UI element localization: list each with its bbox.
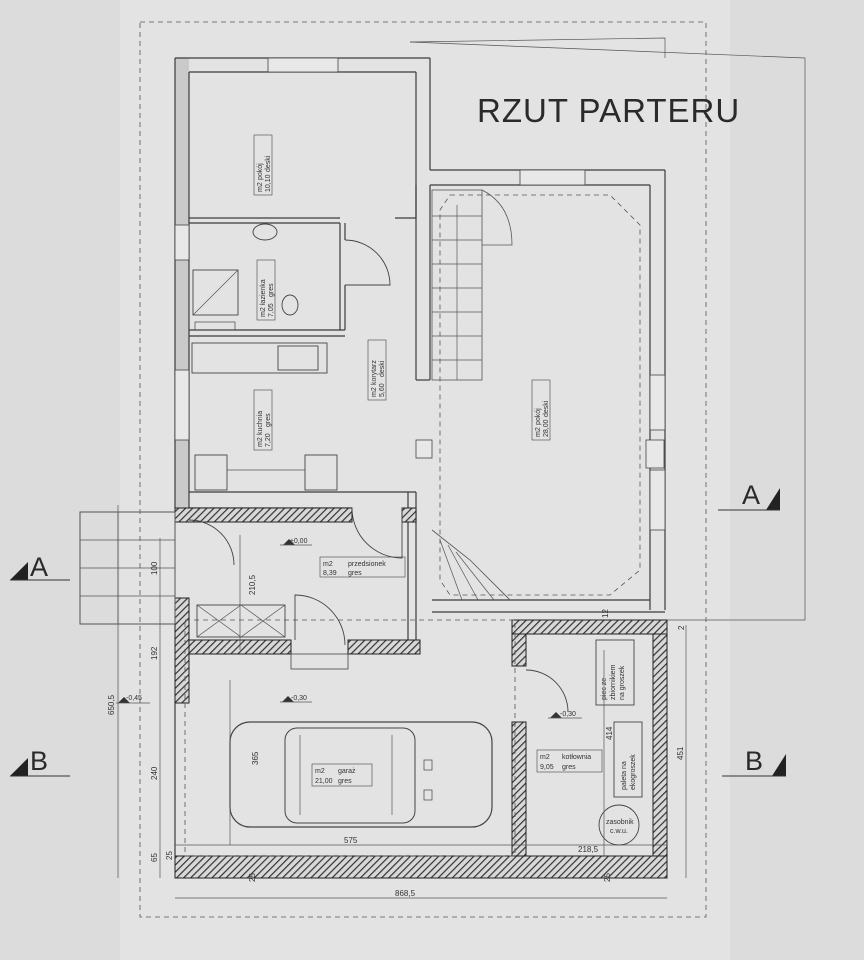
room-area: 8,39 (323, 570, 337, 577)
room-label-pokoj-2: m2 pokój 28,00 deski (531, 379, 551, 441)
tank-note-line-2: c.w.u. (610, 828, 628, 835)
stove-note-line-2: zbiornikiem (610, 664, 617, 700)
dim-650-5: 650,5 (107, 694, 116, 715)
tank-note-line-1: zasobnik (606, 819, 634, 826)
room-label-pokoj-1: m2 pokój 10,10 deski (253, 134, 273, 196)
room-label-przedsionek: m2 przedsionek 8,39 gres (319, 556, 406, 578)
room-area: 9,05 (540, 764, 554, 771)
room-area: 28,00 (543, 419, 550, 437)
room-finish: gres (562, 764, 576, 771)
level-garage-text: -0,30 (291, 695, 307, 702)
section-b-left: B (10, 746, 70, 777)
room-area-unit: m2 (257, 182, 264, 192)
stove-note-line-1: piec ze (601, 678, 608, 700)
room-label-garaz: m2 garaż 21,00 gres (311, 763, 373, 787)
room-area: 21,00 (315, 778, 333, 785)
dim-575: 575 (344, 836, 358, 845)
dim-25a: 25 (165, 851, 174, 860)
room-label-korytarz: m2 korytarz 5,60 deski (367, 339, 387, 401)
dim-65: 65 (150, 853, 159, 862)
room-label-lazienka: m2 łazienka 7,05 gres (256, 259, 276, 321)
room-dashed-outline (439, 194, 641, 596)
room-name: korytarz (371, 360, 378, 385)
room-finish: deski (379, 360, 386, 377)
level-garage: -0,30 (280, 695, 312, 703)
dim-218-5: 218,5 (578, 845, 599, 854)
section-b-right: B (722, 746, 786, 777)
stove-note: piec ze zbiornikiem na groszek (601, 664, 626, 700)
dim-25b: 25 (248, 873, 257, 882)
room-name: przedsionek (348, 561, 386, 568)
paper-sheet (120, 0, 730, 960)
room-area-unit: m2 (323, 561, 333, 568)
dim-25c: 25 (603, 873, 612, 882)
dim-414: 414 (605, 726, 614, 740)
dim-365: 365 (251, 751, 260, 765)
plan-title: RZUT PARTERU (477, 92, 740, 129)
room-area-unit: m2 (257, 437, 264, 447)
room-area-unit: m2 (371, 387, 378, 397)
dim-2: 2 (677, 625, 686, 630)
room-name: garaż (338, 768, 356, 775)
pallet-note-line-2: ekogroszek (630, 754, 637, 790)
room-finish: gres (268, 283, 275, 297)
car-outline (229, 721, 493, 828)
room-area-unit: m2 (315, 768, 325, 775)
pallet-note: paleta na ekogroszek (621, 754, 637, 790)
doors (188, 239, 569, 713)
level-outside: -0,45 (116, 695, 150, 704)
plot-boundary (139, 21, 707, 918)
room-finish: gres (348, 570, 362, 577)
room-name: kotłownia (562, 754, 591, 761)
section-b-left-text: B (30, 746, 48, 776)
level-entry: ±0,00 (280, 538, 312, 546)
dim-192: 192 (150, 646, 159, 660)
dim-12: 12 (601, 609, 610, 618)
section-a-left-text: A (30, 552, 48, 582)
room-area-unit: m2 (535, 427, 542, 437)
dimension-lines (117, 505, 687, 899)
dim-451: 451 (676, 746, 685, 760)
dim-210-5: 210,5 (248, 574, 257, 595)
room-finish: gres (338, 778, 352, 785)
garage-dashed-outline (184, 619, 516, 857)
bathroom-fixtures (192, 223, 299, 331)
room-area-unit: m2 (260, 307, 267, 317)
room-finish: deski (543, 400, 550, 417)
room-finish: deski (265, 155, 272, 172)
dim-100: 100 (150, 561, 159, 575)
stove-note-line-3: na groszek (619, 665, 626, 700)
upper-projection-outline (409, 41, 806, 621)
dim-868-5: 868,5 (395, 889, 416, 898)
section-a-left: A (10, 552, 70, 582)
room-finish: gres (265, 413, 272, 427)
room-label-kuchnia: m2 kuchnia 7,20 gres (253, 389, 273, 451)
kitchen-fixtures (191, 342, 338, 491)
section-a-right: A (718, 480, 780, 511)
room-name: kuchnia (257, 411, 264, 435)
level-entry-text: ±0,00 (290, 538, 308, 545)
room-area-unit: m2 (540, 754, 550, 761)
room-name: łazienka (260, 279, 267, 305)
room-area: 5,60 (379, 383, 386, 397)
section-b-right-text: B (745, 746, 763, 776)
room-area: 7,05 (268, 303, 275, 317)
level-boiler: -0,30 (548, 711, 582, 719)
section-a-right-text: A (742, 480, 760, 510)
walls-house (174, 57, 666, 640)
level-boiler-text: -0,30 (560, 711, 576, 718)
room-area: 7,20 (265, 433, 272, 447)
room-area: 10,10 (265, 174, 272, 192)
walls-hatched (174, 507, 668, 879)
room-name: pokój (257, 163, 264, 180)
room-name: pokój (535, 408, 542, 425)
dim-240: 240 (150, 766, 159, 780)
canopy-outline (409, 37, 666, 58)
entry-closet (196, 604, 286, 638)
pallet-note-line-1: paleta na (621, 761, 628, 790)
room-label-kotlownia: m2 kotłownia 9,05 gres (536, 749, 603, 773)
level-outside-text: -0,45 (126, 695, 142, 702)
